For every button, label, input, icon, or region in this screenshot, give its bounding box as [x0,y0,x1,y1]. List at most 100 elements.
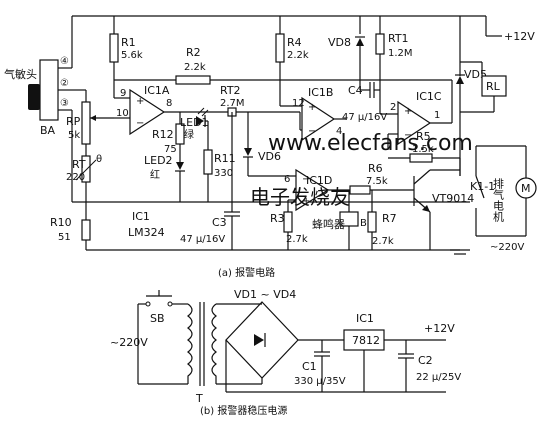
ic1d-ref: IC1D [306,174,332,187]
r1-ref: R1 [121,36,136,49]
ic1b-ref: IC1B [308,86,333,99]
vd5-ref: VD5 [464,68,487,81]
r11-resistor [203,149,213,175]
ground-rail: R10 51 IC1 LM324 [50,202,470,255]
r4-value: 2.2k [287,50,309,61]
pin-8: 8 [166,98,172,109]
ic1-ref: IC1 [132,210,150,223]
vd8-icon [356,38,364,46]
c1-ref: C1 [302,360,317,373]
r4-resistor [275,33,285,63]
sensor-ref: BA [40,124,56,137]
r11-value: 330 [214,168,233,179]
r12-value: 75 [164,144,177,155]
r10-ref: R10 [50,216,72,229]
ic1a-opamp [129,88,166,136]
led1-ref: LED1 [180,116,209,129]
c2-ref: C2 [418,354,433,367]
led1-color: 绿 [184,128,194,141]
sensor-body [39,59,59,121]
r10-resistor [81,219,91,241]
svg-text:+: + [308,102,316,113]
svg-text:+: + [404,106,412,117]
svg-text:+: + [302,196,310,207]
r6-ref: R6 [368,162,383,175]
led1-icon [196,116,204,126]
switch-ref: SB [150,312,165,325]
svg-text:−: − [404,130,412,141]
rt2-value: 2.7M [220,98,245,109]
gas-sensor-ba: 气敏头 ④ ② ③ BA [4,16,87,202]
motor-label: 排气电机 [492,177,505,222]
supply-12v-out-label: +12V [424,322,455,335]
ic1d-stage: C3 47 μ/16V IC1D 6 − + R3 2.7k R6 7.5k 蜂… [180,162,474,250]
pin-12: 12 [292,98,305,109]
svg-text:+: + [136,96,144,107]
vd5-icon [456,76,464,84]
ic1b-opamp [301,96,336,142]
relay-motor-stage: VD5 RL K1-1 M 排气电机 ~220V [455,16,537,253]
r2-resistor [175,75,211,85]
pin-10: 10 [116,108,129,119]
sensor-head-icon [28,84,40,110]
sensor-pin-3: ③ [60,98,69,109]
vd8-ref: VD8 [328,36,351,49]
r5-value: 1.5k [412,144,434,155]
r3-value: 2.7k [286,234,308,245]
ic1d-opamp [295,168,330,212]
regulator-part: 7812 [352,334,380,347]
c1-value: 330 μ/35V [294,376,346,387]
ic1b-ic1c-stage: R4 2.2k VD8 RT1 1.2M C4 47 μ/16V IC1B 12… [275,16,453,150]
ic1a-stage: R1 5.6k R2 2.2k IC1A + − 9 10 8 [109,16,453,136]
caption-a: (a) 报警电路 [218,266,275,279]
rt-ref: RT [72,158,86,171]
rt-symbol: θ [96,154,102,165]
vd6-stage: VD6 [243,112,281,176]
motor-supply: ~220V [490,242,524,253]
buzzer-label: 蜂鸣器 [312,217,345,231]
rp-potentiometer [81,101,91,145]
watermark: www.elecfans.com 电子发烧友 [250,131,473,209]
sensor-pin-2: ② [60,78,69,89]
r6-resistor [349,185,371,195]
led2-icon [176,162,184,170]
caption-b: (b) 报警器稳压电源 [200,404,287,417]
vd6-icon [244,148,252,156]
r2-ref: R2 [186,46,201,59]
vd6-ref: VD6 [258,150,281,163]
rt1-resistor [375,33,385,55]
pin-9: 9 [120,88,126,99]
power-supply-section: ~220V SB T VD1 ~ VD4 C1 330 μ/35V IC1 [110,288,461,405]
rt1-value: 1.2M [388,48,413,59]
led2-ref: LED2 [144,154,173,167]
watermark-url: www.elecfans.com [268,131,473,156]
r10-value: 51 [58,232,71,243]
transformer-ref: T [195,392,203,405]
r7-ref: R7 [382,212,397,225]
r3-resistor [283,211,293,233]
c2-value: 22 μ/25V [416,372,461,383]
watermark-cn: 电子发烧友 [250,185,350,209]
supply-rail-12v: +12V [72,15,535,43]
pin-2: 2 [390,102,396,113]
supply-12v-top-label: +12V [504,30,535,43]
r1-value: 5.6k [121,50,143,61]
r6-value: 7.5k [366,176,388,187]
transformer-secondary [211,303,217,384]
c4-value: 47 μ/16V [342,112,387,123]
ic1a-ref: IC1A [144,84,170,97]
rt1-ref: RT1 [388,32,409,45]
rp-value: 5k [68,130,80,141]
rt-value: 220 [66,172,85,183]
r7-value: 2.7k [372,236,394,247]
r4-ref: R4 [287,36,302,49]
rp-rt-chain: RP 5k RT θ 220 [66,101,470,203]
ic1-part: LM324 [128,226,165,239]
r1-resistor [109,33,119,63]
led2-color: 红 [150,168,160,181]
c3-value: 47 μ/16V [180,234,225,245]
regulator-ref: IC1 [356,312,374,325]
mains-label: ~220V [110,336,148,349]
rt2-stage: RT2 2.7M [220,84,245,168]
